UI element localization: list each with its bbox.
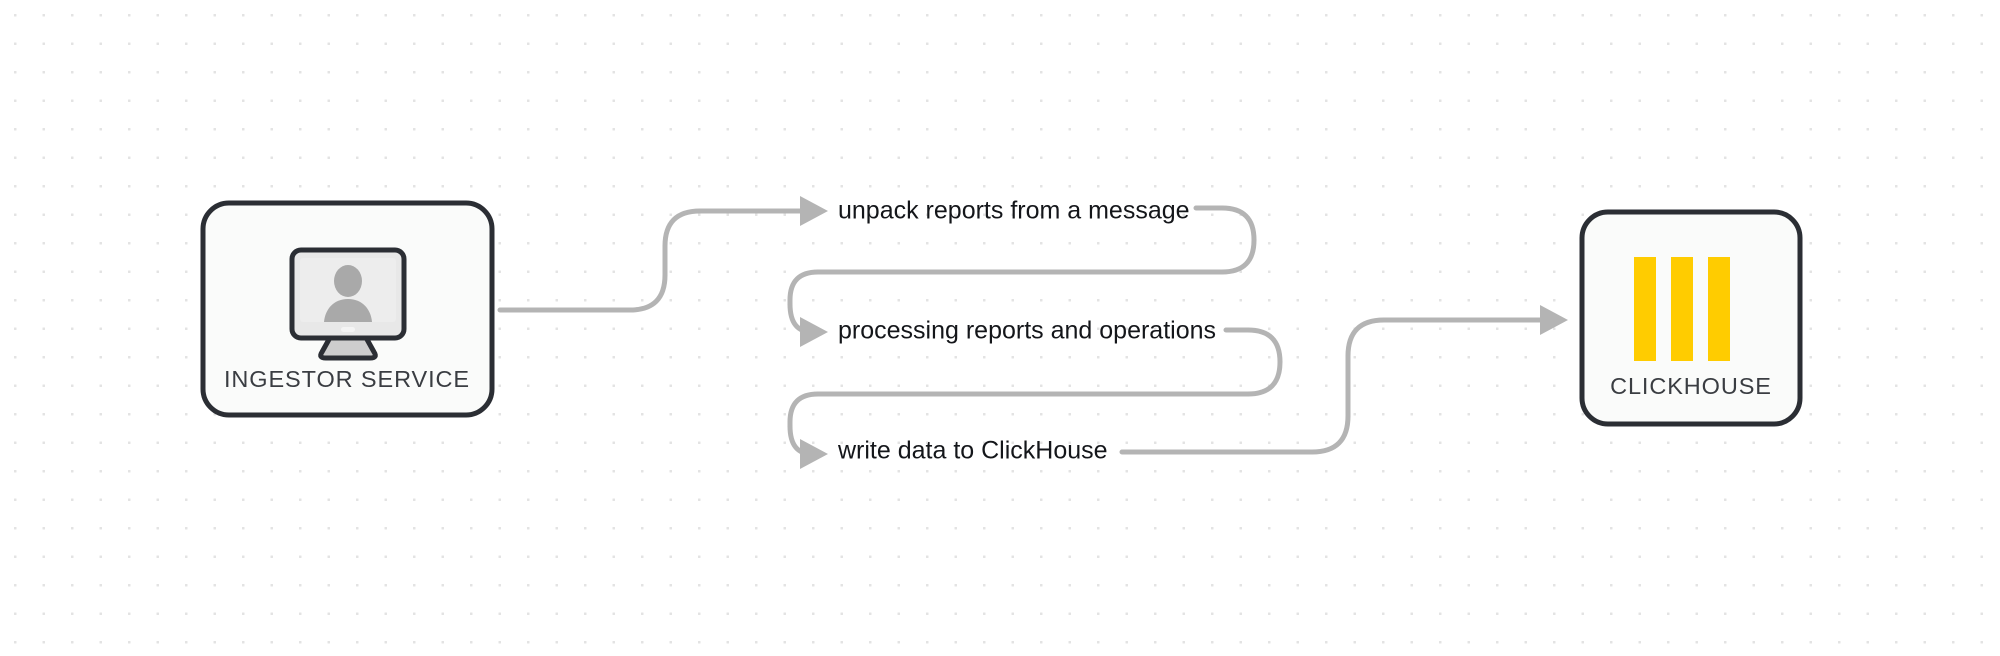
edge-unpack-path <box>497 208 815 313</box>
edge-write[interactable] <box>787 423 828 469</box>
edge-label-unpack: unpack reports from a message <box>838 197 1190 225</box>
edge-clickhouse-arrowhead <box>1540 305 1568 335</box>
monitor-led-icon <box>341 327 355 332</box>
edge-processing-arrowhead <box>800 317 828 347</box>
edge-unpack-arrowhead <box>800 196 828 226</box>
edge-unpack-return-path <box>787 205 1257 307</box>
clickhouse-bar-3 <box>1708 257 1730 361</box>
edge-processing[interactable] <box>787 301 828 347</box>
person-silhouette-icon <box>324 265 372 322</box>
node-clickhouse[interactable]: CLICKHOUSE <box>1579 209 1803 427</box>
node-ingestor-service[interactable]: INGESTOR SERVICE <box>200 200 495 418</box>
node-ingestor-label: INGESTOR SERVICE <box>224 366 470 392</box>
edge-unpack[interactable] <box>497 196 828 313</box>
edge-write-to-clickhouse[interactable] <box>1119 305 1568 455</box>
edge-write-arrowhead <box>800 439 828 469</box>
edge-label-processing: processing reports and operations <box>838 317 1216 345</box>
edge-processing-return[interactable] <box>787 327 1283 429</box>
node-clickhouse-label: CLICKHOUSE <box>1610 373 1772 399</box>
clickhouse-bar-2 <box>1671 257 1693 361</box>
edge-label-write: write data to ClickHouse <box>837 437 1108 465</box>
edge-label-layer: unpack reports from a message processing… <box>837 197 1216 465</box>
edge-write-to-clickhouse-path <box>1119 317 1555 455</box>
clickhouse-bar-1 <box>1634 257 1656 361</box>
clickhouse-bars-icon <box>1634 257 1730 361</box>
edge-unpack-return[interactable] <box>787 205 1257 307</box>
edge-processing-return-path <box>787 327 1283 429</box>
edge-layer <box>497 196 1568 469</box>
monitor-user-icon <box>289 247 407 361</box>
